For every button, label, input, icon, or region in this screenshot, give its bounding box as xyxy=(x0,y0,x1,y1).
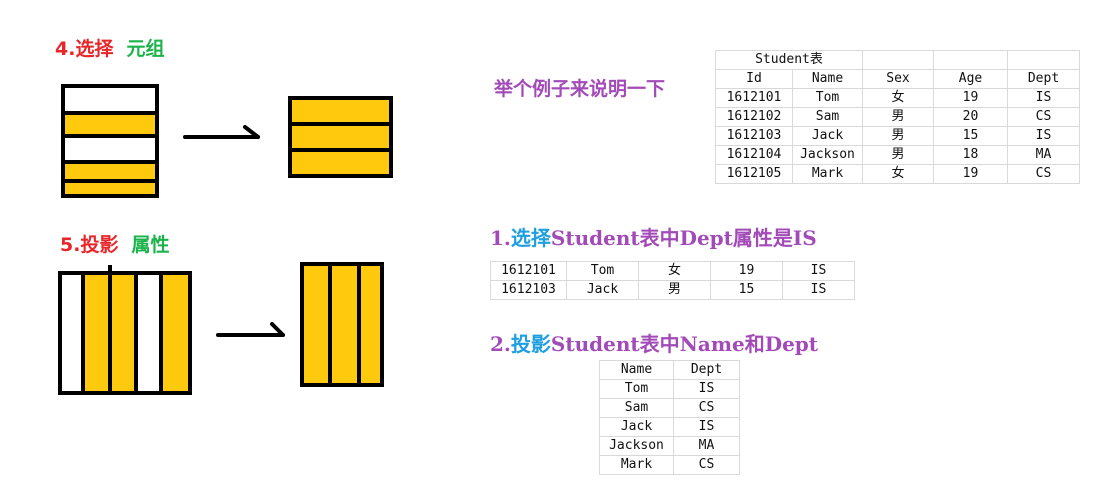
arrow-head xyxy=(270,322,285,337)
table-cell: CS xyxy=(673,455,740,475)
projection-example-operation: 投影 xyxy=(510,332,551,356)
selection-heading-number: 4.选择 xyxy=(55,38,114,60)
selection-example-description: Student表中Dept属性是IS xyxy=(550,226,817,250)
selection-example-number: 1. xyxy=(490,226,511,250)
selection-result-table: 1612101 Tom 女 19 IS 1612103 Jack 男 15 IS xyxy=(490,261,855,300)
table-row: 1612103 Jack 男 15 IS xyxy=(490,280,855,300)
table-cell: IS xyxy=(673,417,740,437)
table-cell: 男 xyxy=(862,126,934,146)
table-row: 1612105 Mark 女 19 CS xyxy=(715,164,1080,184)
table-row: 1612104 Jackson 男 18 MA xyxy=(715,145,1080,165)
projection-heading: 5.投影 属性 xyxy=(60,230,170,257)
table-cell: MA xyxy=(1007,145,1080,165)
table-row: 1612101 Tom 女 19 IS xyxy=(490,261,855,281)
projection-diagram xyxy=(58,262,384,395)
table-row: 1612101 Tom 女 19 IS xyxy=(715,88,1080,108)
table-cell: 1612102 xyxy=(715,107,793,127)
table-cell: 1612101 xyxy=(715,88,793,108)
table-cell: 15 xyxy=(710,280,783,300)
table-cell: 1612103 xyxy=(715,126,793,146)
table-cell: Sam xyxy=(599,398,674,418)
projection-example-description: Student表中Name和Dept xyxy=(550,332,819,356)
column-header: Name xyxy=(792,69,863,89)
table-row: Sam CS xyxy=(599,398,740,418)
column-header: Id xyxy=(715,69,793,89)
table-cell: Tom xyxy=(566,261,639,281)
table-cell: 15 xyxy=(933,126,1008,146)
table-row: Jack IS xyxy=(599,417,740,437)
table-cell: Jackson xyxy=(599,436,674,456)
selection-heading-word: 元组 xyxy=(126,38,165,60)
table-cell: 19 xyxy=(710,261,783,281)
selection-result-box xyxy=(288,96,393,178)
projection-result-table: Name Dept Tom IS Sam CS Jack IS Jackson … xyxy=(599,360,740,475)
selection-diagram xyxy=(61,84,393,198)
table-row: Jackson MA xyxy=(599,436,740,456)
empty-cell xyxy=(862,50,934,70)
table-cell: Tom xyxy=(792,88,863,108)
table-cell: CS xyxy=(1007,107,1080,127)
projection-example-title: 2.投影Student表中Name和Dept xyxy=(490,328,818,357)
column-header: Age xyxy=(933,69,1008,89)
table-cell: MA xyxy=(673,436,740,456)
table-cell: Jack xyxy=(792,126,863,146)
table-cell: Tom xyxy=(599,379,674,399)
table-header-row: Name Dept xyxy=(599,360,740,380)
table-cell: CS xyxy=(1007,164,1080,184)
column-header: Dept xyxy=(673,360,740,380)
student-table: Student表 Id Name Sex Age Dept 1612101 To… xyxy=(715,50,1080,184)
column-header: Name xyxy=(599,360,674,380)
table-cell: IS xyxy=(1007,88,1080,108)
table-cell: Jackson xyxy=(792,145,863,165)
selected-row-1 xyxy=(65,113,155,134)
table-cell: 20 xyxy=(933,107,1008,127)
table-cell: 1612104 xyxy=(715,145,793,165)
selection-example-title: 1.选择Student表中Dept属性是IS xyxy=(490,222,817,251)
example-label: 举个例子来说明一下 xyxy=(494,78,666,100)
table-cell: IS xyxy=(1007,126,1080,146)
projection-heading-number: 5.投影 xyxy=(60,234,119,256)
arrow-head xyxy=(243,125,260,139)
table-row: 1612103 Jack 男 15 IS xyxy=(715,126,1080,146)
column-header: Sex xyxy=(862,69,934,89)
table-cell: 男 xyxy=(862,145,934,165)
table-cell: 1612103 xyxy=(490,280,567,300)
table-cell: Sam xyxy=(792,107,863,127)
table-row: Student表 xyxy=(715,50,1080,70)
projection-heading-word: 属性 xyxy=(131,234,170,256)
table-row: Tom IS xyxy=(599,379,740,399)
table-cell: Jack xyxy=(599,417,674,437)
table-cell: 18 xyxy=(933,145,1008,165)
table-cell: 男 xyxy=(638,280,711,300)
projection-result-box xyxy=(300,262,384,387)
projection-example-number: 2. xyxy=(490,332,511,356)
table-cell: IS xyxy=(673,379,740,399)
table-cell: Mark xyxy=(599,455,674,475)
table-cell: 19 xyxy=(933,164,1008,184)
table-row: 1612102 Sam 男 20 CS xyxy=(715,107,1080,127)
table-row: Mark CS xyxy=(599,455,740,475)
empty-cell xyxy=(1007,50,1080,70)
table-title: Student表 xyxy=(715,50,863,70)
table-cell: 1612105 xyxy=(715,164,793,184)
empty-cell xyxy=(933,50,1008,70)
selection-heading: 4.选择 元组 xyxy=(55,34,165,61)
table-cell: Jack xyxy=(566,280,639,300)
table-cell: 19 xyxy=(933,88,1008,108)
selected-row-2 xyxy=(65,164,155,180)
projected-column xyxy=(161,275,188,391)
table-cell: IS xyxy=(782,280,855,300)
table-cell: 男 xyxy=(862,107,934,127)
table-cell: IS xyxy=(782,261,855,281)
table-cell: 1612101 xyxy=(490,261,567,281)
table-cell: 女 xyxy=(862,164,934,184)
table-cell: 女 xyxy=(638,261,711,281)
selection-example-operation: 选择 xyxy=(510,226,551,250)
column-header: Dept xyxy=(1007,69,1080,89)
table-header-row: Id Name Sex Age Dept xyxy=(715,69,1080,89)
table-cell: Mark xyxy=(792,164,863,184)
selected-row-3 xyxy=(65,183,155,194)
table-cell: CS xyxy=(673,398,740,418)
table-cell: 女 xyxy=(862,88,934,108)
